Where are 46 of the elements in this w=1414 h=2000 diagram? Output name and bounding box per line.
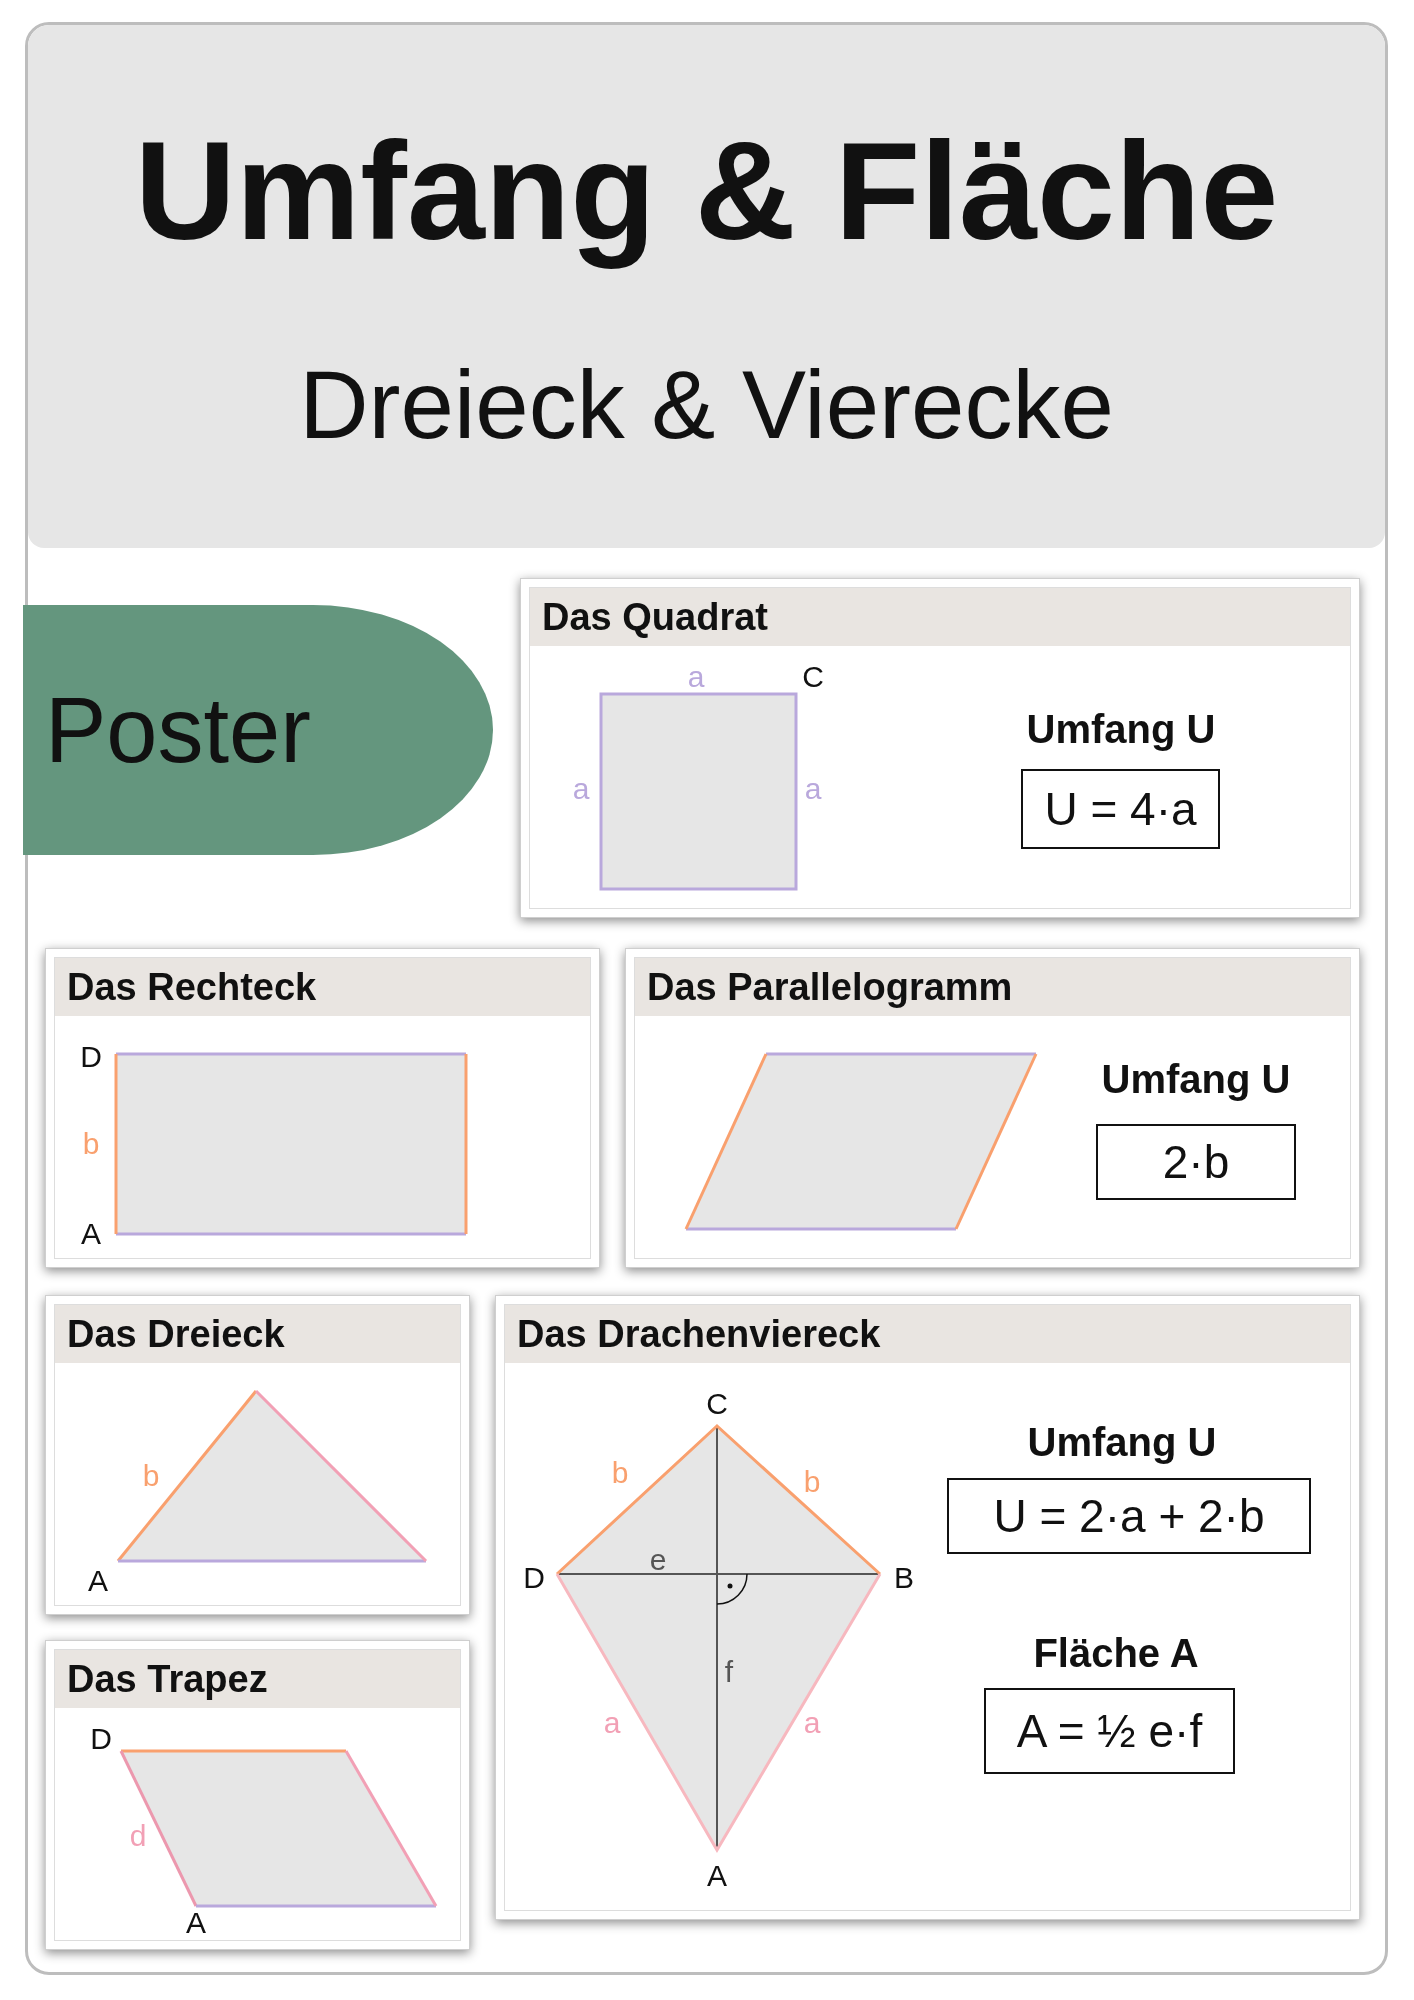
side-label: d bbox=[129, 1819, 147, 1853]
side-label: a bbox=[572, 772, 590, 806]
side-label: a bbox=[803, 1706, 821, 1740]
side-label: b bbox=[82, 1127, 100, 1161]
side-label: b bbox=[611, 1456, 629, 1490]
poster-card bbox=[45, 948, 600, 1268]
side-label: a bbox=[687, 660, 705, 694]
subtitle: Dreieck & Vierecke bbox=[299, 350, 1114, 460]
formula-box: U = 4·a bbox=[1021, 769, 1220, 849]
diagonal-label: f bbox=[724, 1655, 734, 1689]
vertex-label: D bbox=[523, 1561, 545, 1595]
card-title: Das Drachenviereck bbox=[517, 1312, 881, 1356]
title: Umfang & Fläche bbox=[134, 111, 1279, 271]
vertex-label: A bbox=[707, 1859, 727, 1893]
card-title: Das Dreieck bbox=[67, 1312, 285, 1356]
formula-box: A = ½ e·f bbox=[984, 1688, 1235, 1774]
vertex-label: D bbox=[90, 1722, 112, 1756]
section-heading: Umfang U bbox=[1026, 706, 1216, 752]
card-title: Das Rechteck bbox=[67, 965, 317, 1009]
vertex-label: B bbox=[894, 1561, 914, 1595]
side-label: a bbox=[603, 1706, 621, 1740]
title-band bbox=[28, 25, 1385, 548]
section-heading: Umfang U bbox=[1101, 1056, 1291, 1102]
card-title: Das Parallelogramm bbox=[647, 965, 1013, 1009]
poster-card bbox=[495, 1295, 1360, 1920]
vertex-label: A bbox=[88, 1564, 108, 1598]
vertex-label: D bbox=[80, 1040, 102, 1074]
side-label: a bbox=[804, 772, 822, 806]
side-label: b bbox=[803, 1465, 821, 1499]
card-title: Das Trapez bbox=[67, 1657, 268, 1701]
section-heading: Fläche A bbox=[1033, 1630, 1199, 1676]
vertex-label: C bbox=[802, 660, 824, 694]
poster-card bbox=[45, 1640, 470, 1950]
vertex-label: A bbox=[81, 1217, 101, 1251]
formula-box: 2·b bbox=[1096, 1124, 1296, 1200]
side-label: b bbox=[142, 1459, 160, 1493]
diagonal-label: e bbox=[649, 1543, 667, 1577]
card-title: Das Quadrat bbox=[542, 595, 768, 639]
vertex-label: C bbox=[706, 1387, 728, 1421]
formula-box: U = 2·a + 2·b bbox=[947, 1478, 1311, 1554]
poster-card bbox=[520, 578, 1360, 918]
poster-tab: Poster bbox=[23, 605, 493, 855]
poster-card bbox=[45, 1295, 470, 1615]
vertex-label: A bbox=[186, 1906, 206, 1940]
poster-card bbox=[625, 948, 1360, 1268]
section-heading: Umfang U bbox=[1027, 1419, 1217, 1465]
